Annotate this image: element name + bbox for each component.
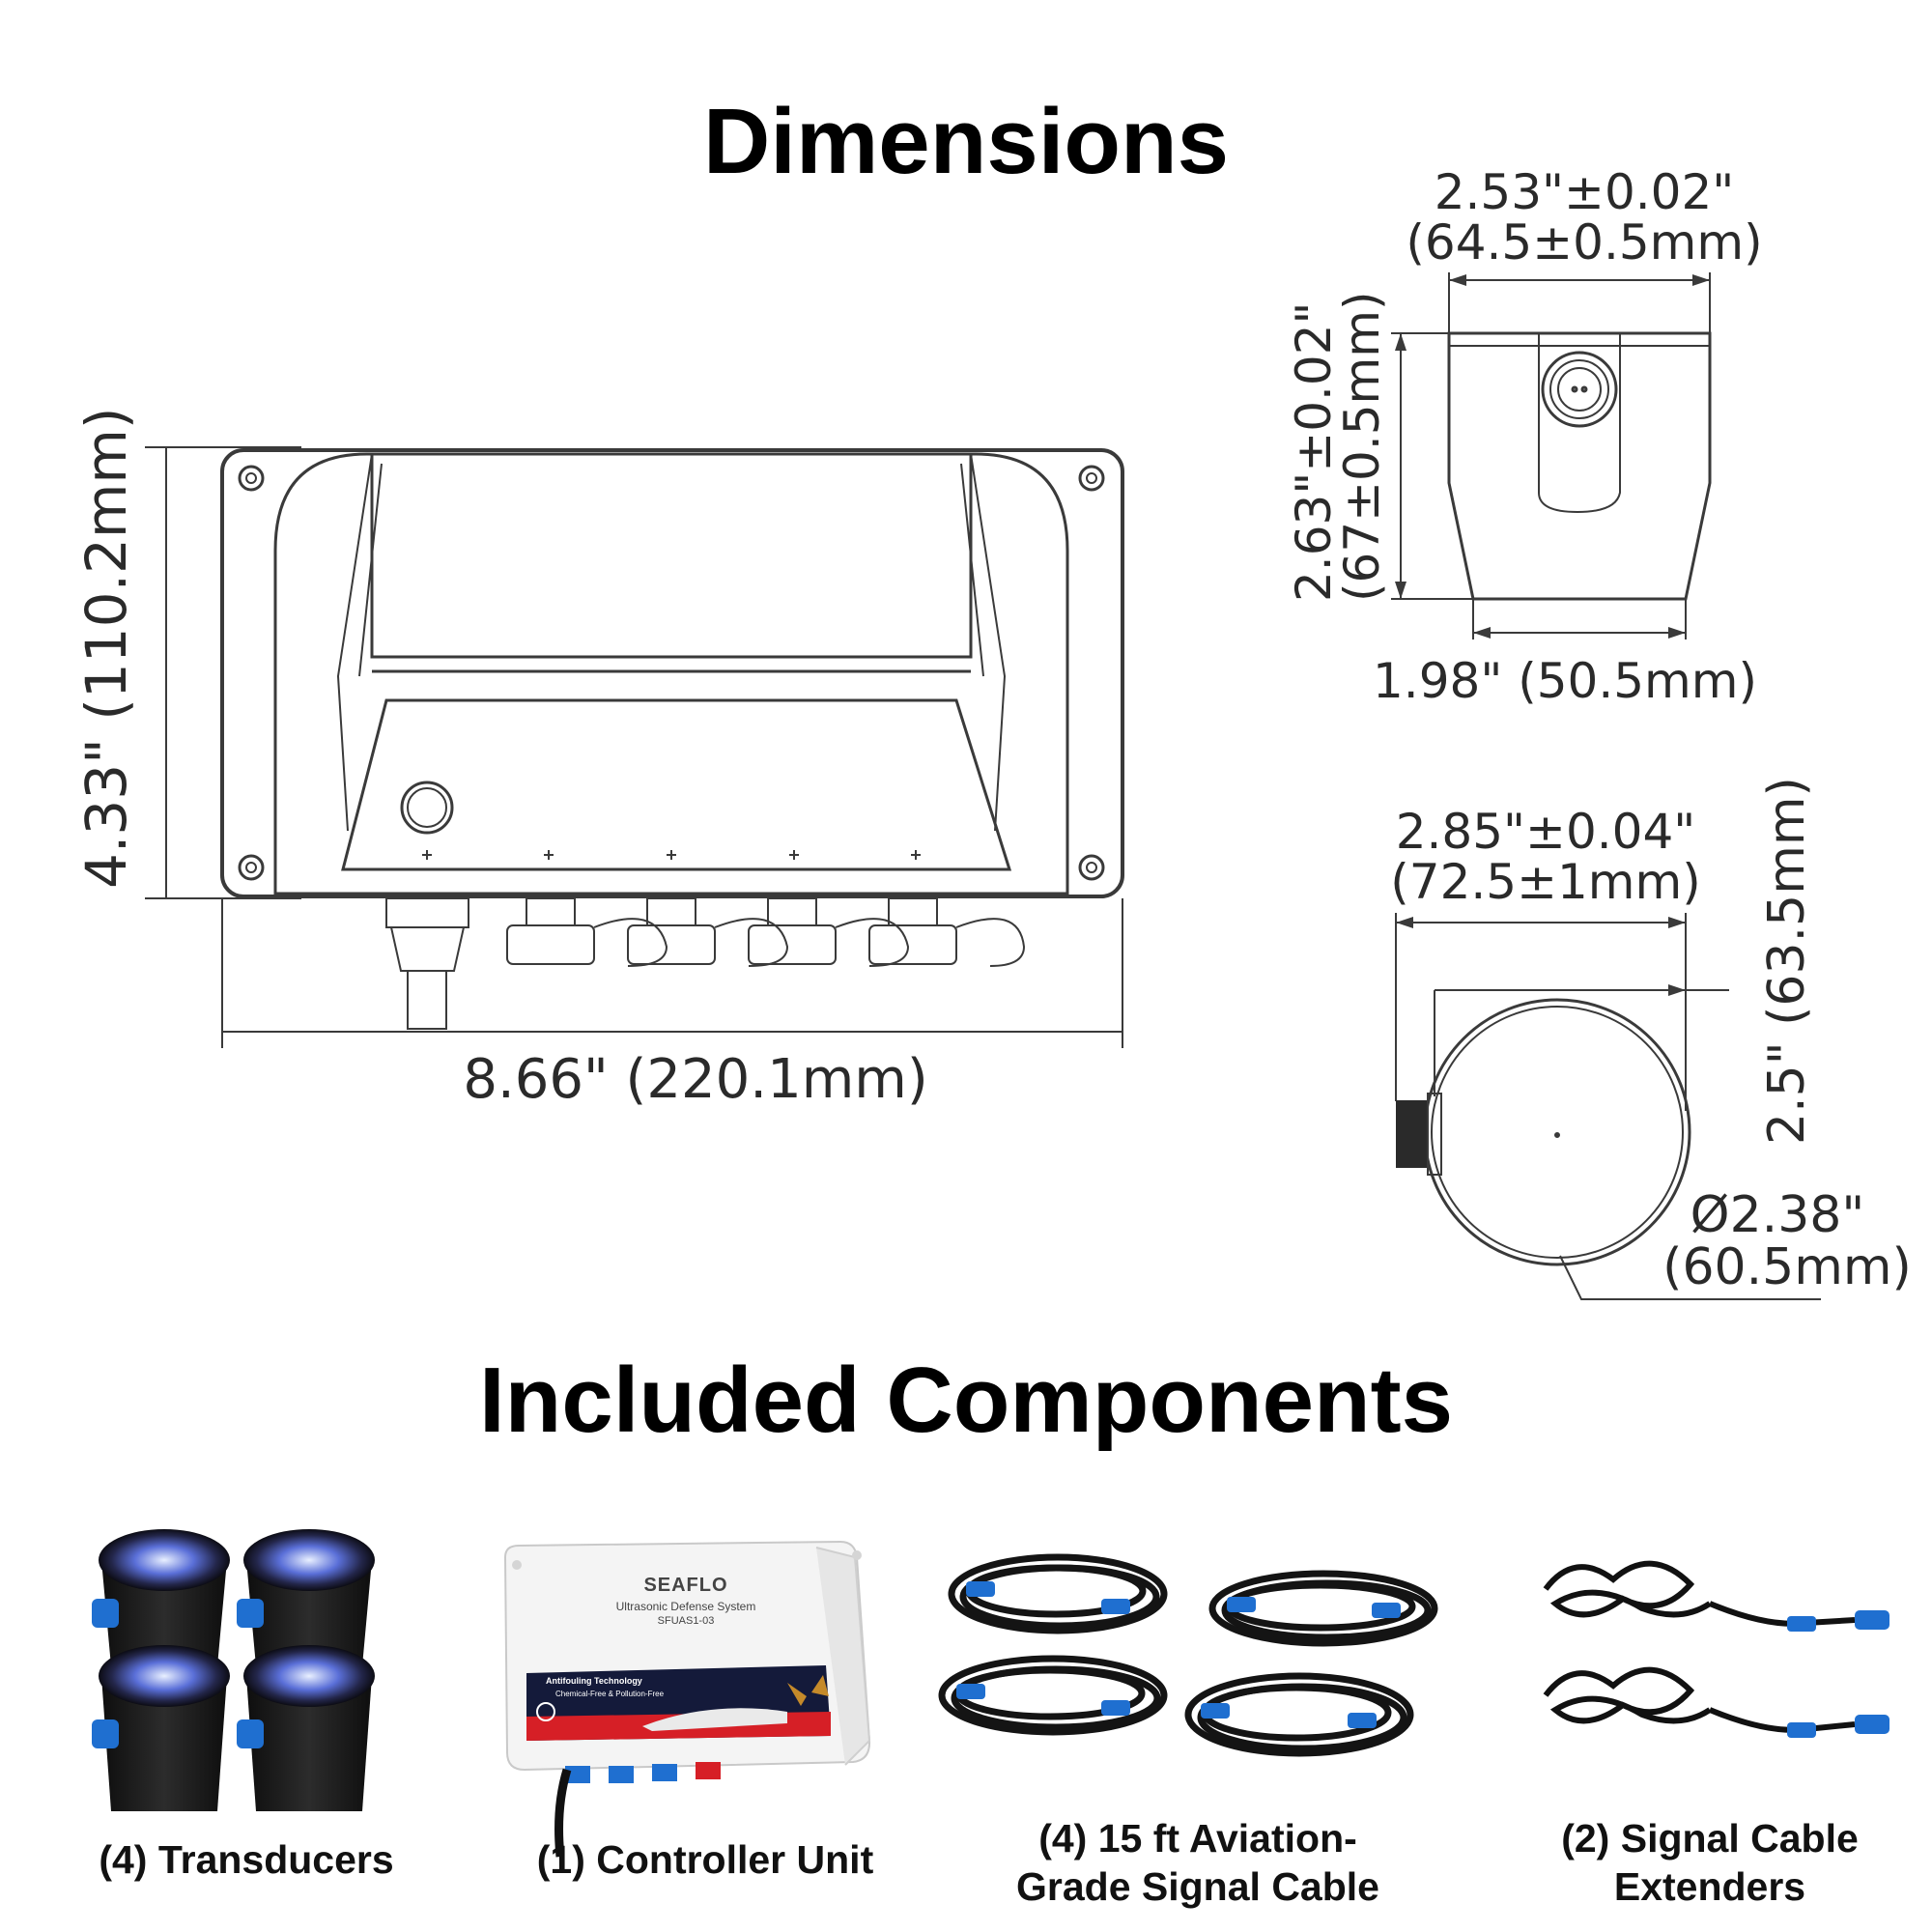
cable-extenders-image [1543,1560,1889,1738]
side-bottom-width: 1.98" (50.5mm) [1373,653,1757,709]
transducers-image [92,1529,375,1811]
product-banner2: Chemical-Free & Pollution-Free [555,1690,665,1698]
included-components-heading: Included Components [479,1349,1453,1452]
component-caption-controller: (1) Controller Unit [536,1837,874,1882]
controller-unit-image: SEAFLO Ultrasonic Defense System SFUAS1-… [497,1538,874,1858]
component-caption-transducers: (4) Transducers [99,1837,394,1882]
dimensions-heading: Dimensions [702,90,1230,193]
product-brand: SEAFLO [643,1575,728,1596]
side-height-inches: 2.63"±0.02" [1286,301,1342,602]
signal-cables-image [938,1553,1438,1757]
controller-width-label: 8.66" (220.1mm) [463,1048,928,1111]
top-diameter-mm: (60.5mm) [1662,1238,1912,1296]
side-top-width-mm: (64.5±0.5mm) [1406,214,1763,270]
top-width-inches: 2.85"±0.04" [1395,804,1696,860]
side-height-mm: (67±0.5mm) [1334,291,1390,602]
product-banner1: Antifouling Technology [546,1676,642,1686]
component-caption-extenders: (2) Signal Cable Extenders [1561,1816,1859,1909]
component-caption-signal-cable: (4) 15 ft Aviation- Grade Signal Cable [1016,1816,1379,1909]
top-depth-label: 2.5" (63.5mm) [1758,777,1816,1145]
top-diameter-inches: Ø2.38" [1690,1186,1865,1244]
product-model: SFUAS1-03 [657,1615,715,1627]
product-line1: Ultrasonic Defense System [615,1600,756,1613]
side-top-width-inches: 2.53"±0.02" [1434,164,1735,220]
top-width-mm: (72.5±1mm) [1390,854,1701,910]
controller-height-label: 4.33" (110.2mm) [73,407,139,889]
